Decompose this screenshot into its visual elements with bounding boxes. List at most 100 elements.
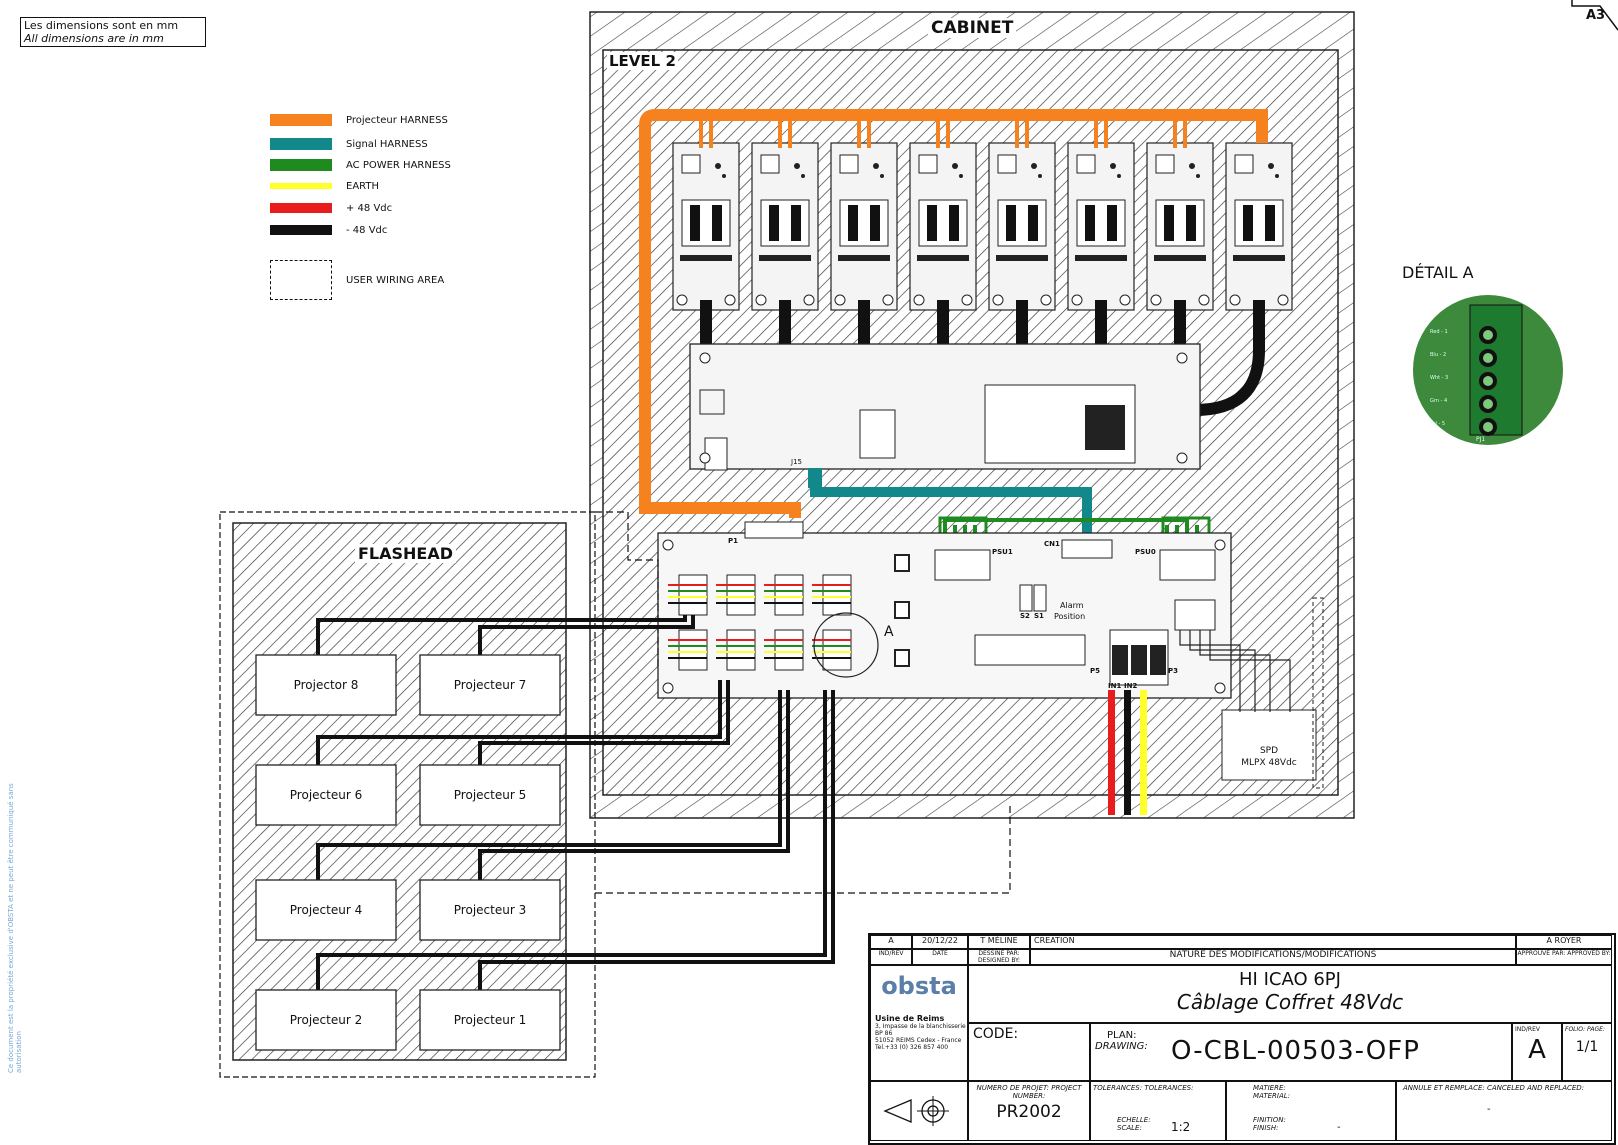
- detail-a-marker: [813, 612, 879, 678]
- legend-item: USER WIRING AREA: [270, 260, 444, 300]
- legend-swatch: [270, 225, 332, 235]
- position-label: Position: [1054, 612, 1086, 621]
- detail-a-view: [1413, 295, 1563, 445]
- tolerance-label: TOLERANCES: TOLERANCES:: [1093, 1084, 1194, 1092]
- address-1: 3, Impasse de la blanchisserie: [875, 1023, 966, 1030]
- detail-a-ref: A: [884, 624, 894, 640]
- folio-box: FOLIO: PAGE: 1/1: [1562, 1023, 1612, 1081]
- company-box: obsta Usine de Reims 3, Impasse de la bl…: [870, 965, 968, 1081]
- drawing-title: HI ICAO 6PJ: [1239, 969, 1341, 990]
- projection-symbol-box: [870, 1081, 968, 1141]
- material-finish-box: MATIERE: MATERIAL: FINITION: FINISH: -: [1226, 1081, 1396, 1141]
- folio-label: FOLIO: PAGE:: [1565, 1026, 1605, 1033]
- tolerance-scale-box: TOLERANCES: TOLERANCES: ECHELLE: SCALE: …: [1090, 1081, 1226, 1141]
- dimensions-note: Les dimensions sont en mm All dimensions…: [20, 17, 206, 47]
- legend-swatch: [270, 159, 332, 171]
- projector-label: Projecteur 6: [289, 788, 363, 802]
- spd-line2: MLPX 48Vdc: [1241, 758, 1297, 768]
- in2-label: IN2: [1124, 682, 1138, 690]
- plan-label-fr: PLAN:: [1107, 1030, 1137, 1041]
- plan-label-en: DRAWING:: [1095, 1041, 1148, 1052]
- legend-swatch: [270, 203, 332, 213]
- level-label: LEVEL 2: [607, 52, 678, 70]
- material-label: MATIERE: MATERIAL:: [1253, 1084, 1290, 1100]
- projection-symbol-icon: [883, 1096, 949, 1126]
- p3-label: P3: [1168, 667, 1179, 675]
- replace-label: ANNULE ET REMPLACE: CANCELED AND REPLACE…: [1403, 1084, 1585, 1092]
- project-label: NUMERO DE PROJET: PROJECT NUMBER:: [976, 1084, 1082, 1100]
- minus-48v-wire: [1124, 690, 1131, 815]
- plan-label: PLAN: DRAWING:: [1095, 1030, 1148, 1052]
- projector-cables: [316, 615, 835, 1010]
- dimensions-note-fr: Les dimensions sont en mm: [24, 19, 179, 32]
- projector-label: Projecteur 7: [453, 678, 527, 692]
- legend-swatch: [270, 260, 332, 300]
- rev-date: 20/12/22: [912, 935, 968, 949]
- detail-pin: Yel - 5: [1430, 421, 1446, 427]
- legend-label: USER WIRING AREA: [346, 274, 445, 286]
- title-block: A 20/12/22 T MÉLINE CREATION A ROYER IND…: [868, 933, 1616, 1145]
- address-4: Tel.+33 (0) 326 857 400: [875, 1044, 949, 1051]
- cabinet-label: CABINET: [928, 18, 1017, 38]
- alarm-label: Alarm: [1060, 601, 1084, 610]
- spd-label: SPD MLPX 48Vdc: [1222, 745, 1316, 769]
- address-2: BP 86: [875, 1030, 893, 1037]
- psu1-label: PSU1: [992, 548, 1013, 556]
- dimensions-note-en: All dimensions are in mm: [24, 32, 164, 45]
- h-approved: APPROUVE PAR: APPROVED BY:: [1516, 949, 1612, 965]
- projector-label: Projecteur 5: [453, 788, 527, 802]
- indrev-label: IND/REV: [1515, 1026, 1540, 1033]
- indrev-value: A: [1528, 1035, 1546, 1065]
- rev-value: A: [870, 935, 912, 949]
- finish-label: FINITION: FINISH:: [1253, 1116, 1286, 1132]
- plan-area: PLAN: DRAWING: O-CBL-00503-OFP: [1090, 1023, 1512, 1081]
- projector-label: Projector 8: [293, 678, 359, 692]
- flashead-label: FLASHEAD: [355, 544, 457, 563]
- detail-pin: Red - 1: [1430, 329, 1448, 335]
- replace-value: -: [1487, 1104, 1491, 1115]
- legend-label: + 48 Vdc: [346, 202, 393, 214]
- legend-label: Signal HARNESS: [346, 138, 428, 150]
- plant-name: Usine de Reims: [875, 1014, 945, 1023]
- legend-item: + 48 Vdc: [270, 200, 392, 216]
- finish-value: -: [1337, 1122, 1341, 1133]
- legend-item: Projecteur HARNESS: [270, 112, 448, 128]
- spd-line1: SPD: [1259, 746, 1279, 756]
- project-box: NUMERO DE PROJET: PROJECT NUMBER: PR2002: [968, 1081, 1090, 1141]
- replace-box: ANNULE ET REMPLACE: CANCELED AND REPLACE…: [1396, 1081, 1612, 1141]
- projector-harness: [639, 109, 1268, 518]
- legend-swatch: [270, 138, 332, 150]
- psu0-label: PSU0: [1135, 548, 1156, 556]
- rev-approver: A ROYER: [1516, 935, 1612, 949]
- projector-label: Projecteur 1: [453, 1013, 527, 1027]
- sheet-corner: [1571, 0, 1618, 31]
- indrev-box: IND/REV A: [1512, 1023, 1562, 1081]
- address-3: 51052 REIMS Cedex - France: [875, 1037, 962, 1044]
- earth-wire: [1140, 690, 1147, 815]
- rev-designer: T MÉLINE: [968, 935, 1030, 949]
- detail-pin: Wht - 3: [1430, 375, 1449, 381]
- detail-pin: Grn - 4: [1430, 398, 1448, 404]
- scale-label: ECHELLE: SCALE:: [1117, 1116, 1151, 1132]
- company-logo: obsta: [881, 972, 957, 1000]
- legend-label: AC POWER HARNESS: [346, 159, 451, 171]
- legend-label: EARTH: [346, 180, 380, 192]
- detail-ref: PJ1: [1476, 436, 1486, 443]
- folio-value: 1/1: [1575, 1039, 1599, 1055]
- title-area: HI ICAO 6PJ Câblage Coffret 48Vdc: [968, 965, 1612, 1023]
- terminal-blocks: [667, 574, 852, 671]
- plus-48v-wire: [1108, 690, 1115, 815]
- sheet-size: A3: [1586, 8, 1606, 23]
- projector-boxes: [255, 654, 561, 1051]
- legend-label: Projecteur HARNESS: [346, 114, 448, 126]
- projector-label: Projecteur 4: [289, 903, 363, 917]
- p5-label: P5: [1090, 667, 1101, 675]
- drawing-number: O-CBL-00503-OFP: [1171, 1036, 1420, 1066]
- legend-label: - 48 Vdc: [346, 224, 388, 236]
- user-wiring-area: [219, 511, 596, 1078]
- h-nature: NATURE DES MODIFICATIONS/MODIFICATIONS: [1030, 949, 1516, 965]
- s2-label: S2: [1020, 612, 1030, 620]
- rev-modification: CREATION: [1030, 935, 1516, 949]
- detail-pin: Blu - 2: [1430, 352, 1447, 358]
